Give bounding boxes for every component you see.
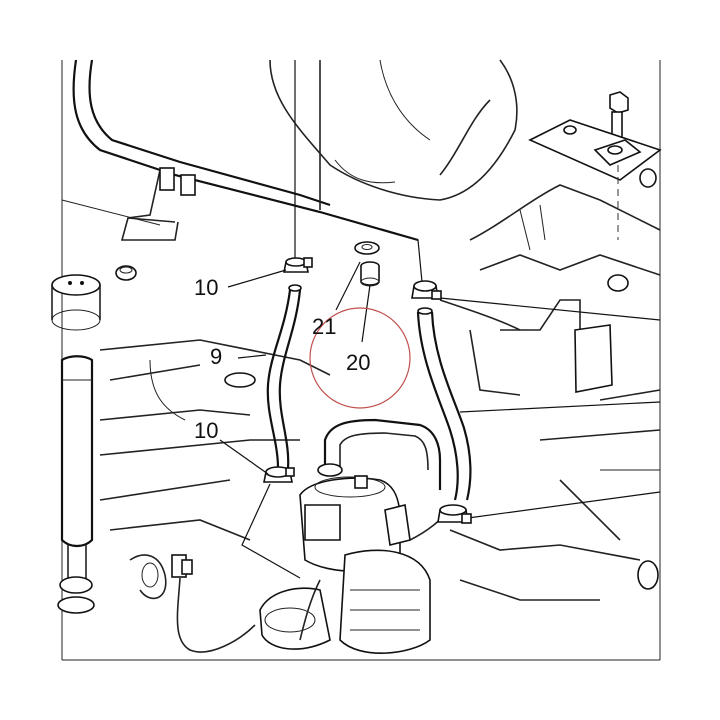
hose-clamp-lower-left xyxy=(263,466,295,483)
hose-clamp-upper-right xyxy=(411,280,442,300)
assembly-guide-lines xyxy=(241,60,661,579)
callout-leaders xyxy=(219,261,371,475)
callout-hose-clamp-upper: 10 xyxy=(194,275,218,300)
highlight-circle xyxy=(309,307,411,409)
right-chassis-frame xyxy=(439,184,661,471)
callout-grommet: 21 xyxy=(312,314,336,339)
hose-clamp-upper-left xyxy=(283,257,313,273)
callout-hose-clamp-lower: 10 xyxy=(194,418,218,443)
electrical-connector xyxy=(171,554,256,653)
grommet-part-21 xyxy=(354,241,380,255)
bracket-upper-left xyxy=(61,167,196,241)
upper-body-panel xyxy=(72,59,518,242)
hose-left xyxy=(266,284,302,469)
canister-assembly xyxy=(259,418,451,654)
hose-right xyxy=(416,307,472,501)
callout-plug: 20 xyxy=(346,350,370,375)
bolt-upper-right xyxy=(528,91,662,240)
callout-hose: 9 xyxy=(210,344,222,369)
grommet-left xyxy=(115,265,137,281)
left-shock-absorber xyxy=(51,274,101,614)
plug-part-20 xyxy=(360,261,380,287)
hose-clamp-lower-right xyxy=(437,504,472,524)
lower-crossmember xyxy=(99,339,659,601)
